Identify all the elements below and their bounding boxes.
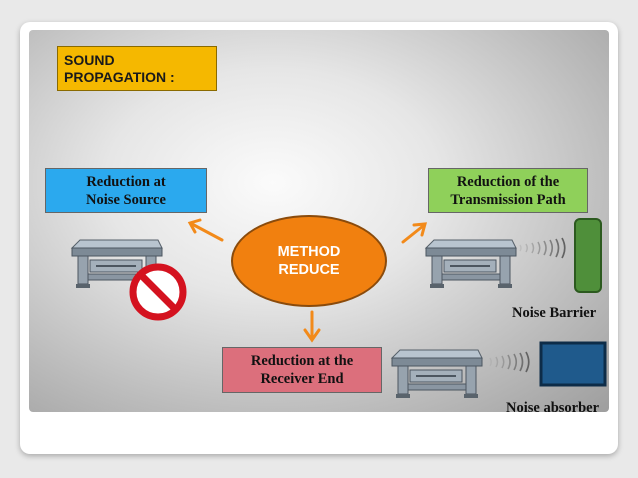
arrow-to-receiver <box>303 310 321 343</box>
sound-wave-icon <box>483 351 530 373</box>
box-reduction-source: Reduction at Noise Source <box>45 168 207 213</box>
box-reduction-transmission: Reduction of the Transmission Path <box>428 168 588 213</box>
machine-icon <box>391 349 483 399</box>
sound-wave-icon <box>519 237 566 259</box>
machine-icon <box>425 239 517 289</box>
label-noise-absorber: Noise absorber <box>506 400 600 416</box>
label-noise-barrier: Noise Barrier <box>512 305 597 321</box>
box-reduction-receiver: Reduction at the Receiver End <box>222 347 382 393</box>
slide-title: SOUND PROPAGATION : <box>57 46 217 91</box>
noise-barrier-icon <box>574 218 602 293</box>
method-reduce-ellipse: METHOD REDUCE <box>231 215 387 307</box>
arrow-to-transmission <box>401 222 428 244</box>
noise-absorber-icon <box>539 341 607 387</box>
no-entry-icon <box>129 263 187 321</box>
arrow-to-source <box>187 218 224 242</box>
